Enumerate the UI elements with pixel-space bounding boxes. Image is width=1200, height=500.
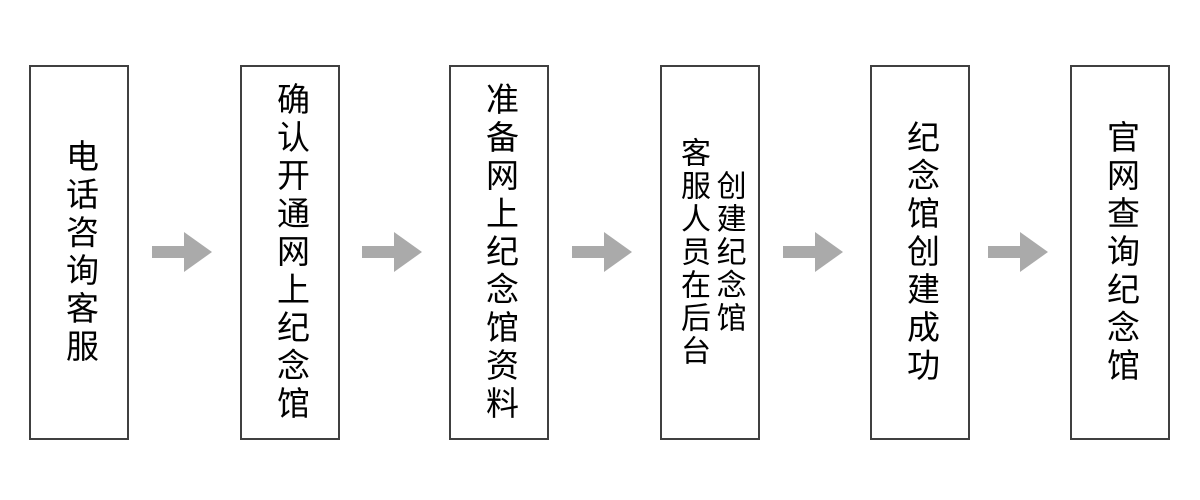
flowchart-node-5-label: 纪念馆创建成功 (901, 119, 941, 386)
arrow-right-icon-1 (152, 230, 212, 274)
arrow-right-icon-4 (783, 230, 843, 274)
flowchart-node-1-label: 电话咨询客服 (60, 138, 100, 367)
flowchart-node-5[interactable]: 纪念馆创建成功 (870, 65, 970, 440)
flowchart-node-3[interactable]: 准备网上纪念馆资料 (449, 65, 549, 440)
flowchart-node-4-label-column-2: 客服人员在后台 (675, 137, 710, 368)
flowchart-node-4[interactable]: 创建纪念馆 客服人员在后台 (660, 65, 760, 440)
flowchart-node-3-label: 准备网上纪念馆资料 (480, 81, 520, 424)
flowchart-node-2-label: 确认开通网上纪念馆 (271, 81, 311, 424)
flowchart-node-1[interactable]: 电话咨询客服 (29, 65, 129, 440)
arrow-right-icon-2 (362, 230, 422, 274)
arrow-right-icon-5 (988, 230, 1048, 274)
flowchart-node-4-label-column-1: 创建纪念馆 (710, 170, 746, 335)
flowchart-node-2[interactable]: 确认开通网上纪念馆 (240, 65, 340, 440)
arrow-right-icon-3 (572, 230, 632, 274)
flowchart-node-6[interactable]: 官网查询纪念馆 (1070, 65, 1170, 440)
flowchart-node-6-label: 官网查询纪念馆 (1101, 119, 1141, 386)
